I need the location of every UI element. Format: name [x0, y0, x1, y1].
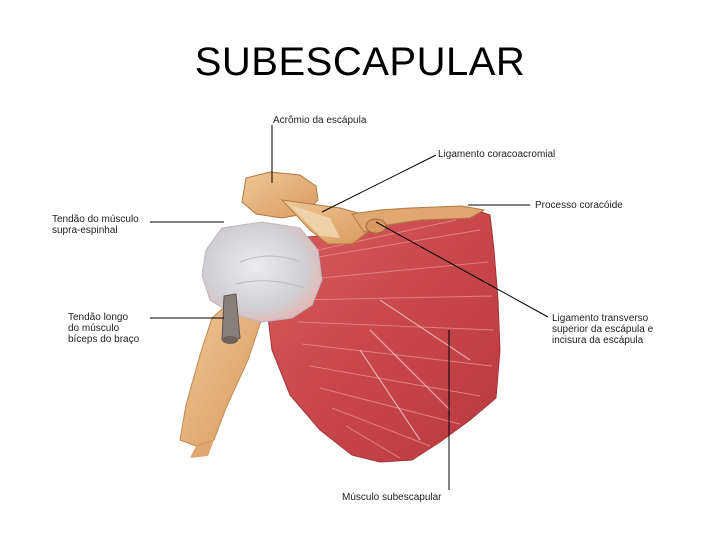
label-acromion: Acrômio da escápula: [273, 115, 367, 126]
leader-transverse: [375, 221, 549, 318]
label-subscapularis-muscle: Músculo subescapular: [342, 492, 442, 503]
coracoid-process: [351, 205, 486, 234]
slide-title: SUBESCAPULAR: [194, 40, 526, 84]
muscle-tendon-streaks: [359, 299, 471, 441]
label-coracoacromial-ligament: Ligamento coracoacromial: [438, 149, 556, 160]
subscapularis-muscle: [265, 207, 501, 463]
acromion-bone: [241, 171, 371, 245]
label-transverse-ligament: Ligamento transverso superior da escápul…: [552, 313, 654, 346]
label-supraspinatus-tendon: Tendão do músculo supra-espinhal: [52, 214, 139, 236]
label-biceps-tendon: Tendão longo do músculo bíceps do braço: [68, 312, 140, 345]
humerus-bone: [179, 299, 263, 458]
biceps-tendon: [221, 293, 241, 344]
label-coracoid-process: Processo coracóide: [535, 200, 623, 211]
leader-lines: [150, 125, 549, 490]
humeral-head: [201, 221, 323, 323]
muscle-fiber-lines: [295, 219, 495, 459]
leader-coracoacromial: [321, 154, 437, 213]
